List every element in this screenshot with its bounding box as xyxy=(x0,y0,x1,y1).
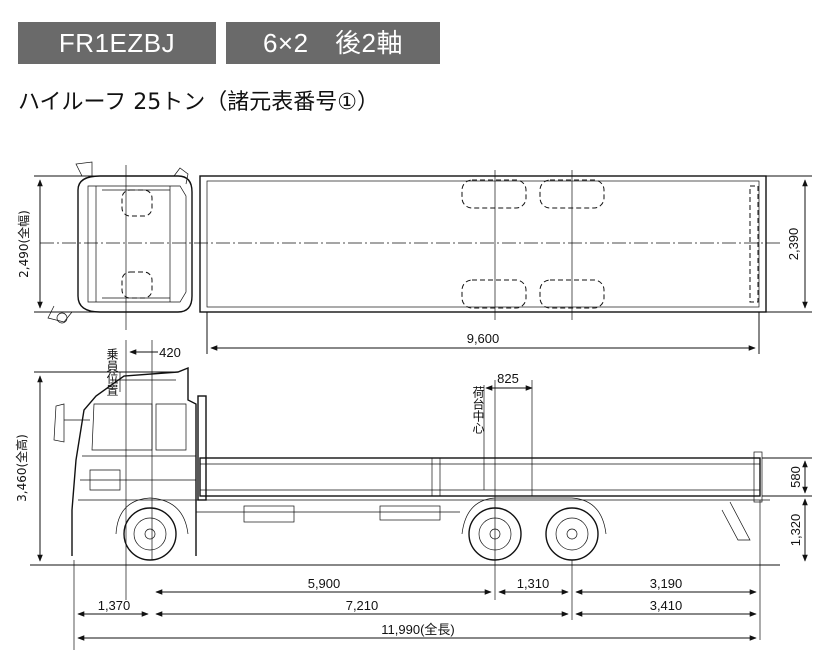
top-view: 2,490(全幅) 2,390 9,600 xyxy=(16,161,812,354)
config-badge: 6×2 後2軸 xyxy=(226,22,440,64)
dim-1370-label: 1,370 xyxy=(98,598,131,613)
gate-height-label: 580 xyxy=(788,466,803,488)
overall-length-label: 11,990(全長) xyxy=(381,622,454,637)
dim-3190-label: 3,190 xyxy=(650,576,683,591)
dim-5900-label: 5,900 xyxy=(308,576,341,591)
dim-7210-label: 7,210 xyxy=(346,598,379,613)
side-view: 乗員位置 420 荷台中心 825 3,460(全高) 580 1,320 5,… xyxy=(14,340,812,650)
seat-offset-label: 420 xyxy=(159,345,181,360)
load-center-offset-label: 825 xyxy=(497,371,519,386)
model-code-badge: FR1EZBJ xyxy=(18,22,216,64)
overall-width-label: 2,490(全幅) xyxy=(16,210,31,278)
load-center-label: 荷台中心 xyxy=(471,386,485,434)
overall-height-label: 3,460(全高) xyxy=(14,434,29,502)
body-width-label: 2,390 xyxy=(786,228,801,261)
page-subtitle: ハイルーフ 25トン（諸元表番号①） xyxy=(18,90,379,115)
dim-3410-label: 3,410 xyxy=(650,598,683,613)
deck-height-label: 1,320 xyxy=(788,514,803,547)
dim-1310-label: 1,310 xyxy=(517,576,550,591)
body-length-label: 9,600 xyxy=(467,331,500,346)
